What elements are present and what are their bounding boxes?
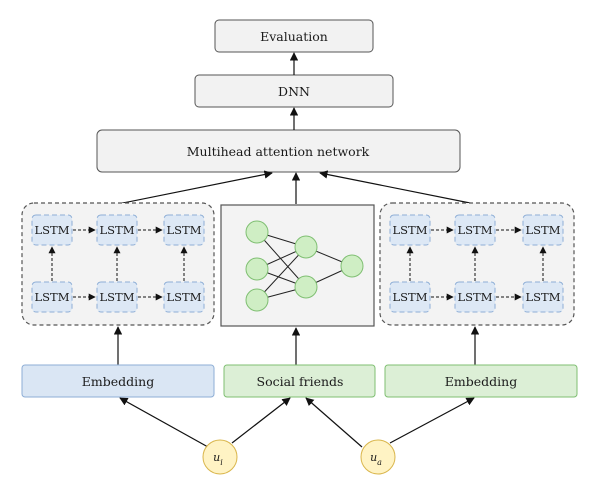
svg-text:ua: ua: [370, 451, 382, 467]
lstm-cell: LSTM: [454, 214, 496, 246]
user-i-sub: i: [220, 458, 223, 467]
embedding-left-box: Embedding: [21, 364, 215, 398]
graph-node: [294, 275, 318, 299]
lstm-cell: LSTM: [163, 214, 205, 246]
arrow-ui-to-embedding-left: [119, 397, 209, 448]
lstm-cell: LSTM: [163, 281, 205, 313]
graph-node: [294, 235, 318, 259]
lstm-label: LSTM: [167, 290, 202, 304]
lstm-label: LSTM: [167, 223, 202, 237]
user-node-a: ua: [360, 439, 396, 475]
embedding-right-box: Embedding: [384, 364, 578, 398]
arrow-ua-to-social: [305, 397, 363, 448]
graph-node: [245, 288, 269, 312]
user-a-base: u: [370, 451, 377, 464]
lstm-cell: LSTM: [31, 214, 73, 246]
lstm-label: LSTM: [458, 223, 493, 237]
dnn-box: DNN: [194, 74, 394, 108]
lstm-cell: LSTM: [96, 281, 138, 313]
arrow-left-lstm-to-attention: [117, 170, 273, 205]
lstm-label: LSTM: [100, 290, 135, 304]
arrow-ua-to-embedding-right: [389, 397, 475, 444]
evaluation-label: Evaluation: [260, 29, 328, 44]
arrow-right-lstm-to-attention: [319, 170, 476, 205]
lstm-cell: LSTM: [454, 281, 496, 313]
lstm-label: LSTM: [458, 290, 493, 304]
social-friends-label: Social friends: [257, 374, 344, 389]
lstm-label: LSTM: [35, 223, 70, 237]
attention-box: Multihead attention network: [96, 129, 461, 173]
svg-text:ui: ui: [213, 451, 223, 467]
lstm-label: LSTM: [526, 290, 561, 304]
lstm-label: LSTM: [35, 290, 70, 304]
lstm-cell: LSTM: [522, 281, 564, 313]
user-node-i: ui: [202, 439, 238, 475]
embedding-left-label: Embedding: [82, 374, 154, 389]
arrow-ui-to-social: [231, 397, 291, 444]
lstm-label: LSTM: [393, 223, 428, 237]
social-friends-box: Social friends: [223, 364, 376, 398]
lstm-group-left: LSTM LSTM LSTM LSTM LSTM LSTM: [21, 202, 215, 326]
lstm-cell: LSTM: [522, 214, 564, 246]
lstm-label: LSTM: [526, 223, 561, 237]
lstm-cell: LSTM: [31, 281, 73, 313]
dnn-label: DNN: [278, 84, 310, 99]
graph-node: [340, 254, 364, 278]
attention-label: Multihead attention network: [187, 144, 370, 159]
graph-node: [245, 220, 269, 244]
user-i-base: u: [213, 451, 220, 464]
lstm-label: LSTM: [393, 290, 428, 304]
lstm-cell: LSTM: [389, 214, 431, 246]
lstm-cell: LSTM: [96, 214, 138, 246]
lstm-label: LSTM: [100, 223, 135, 237]
graph-node: [245, 257, 269, 281]
lstm-group-right: LSTM LSTM LSTM LSTM LSTM LSTM: [379, 202, 575, 326]
embedding-right-label: Embedding: [445, 374, 517, 389]
user-a-sub: a: [377, 458, 382, 467]
evaluation-box: Evaluation: [214, 19, 374, 53]
lstm-cell: LSTM: [389, 281, 431, 313]
social-graph-panel: [220, 204, 375, 327]
